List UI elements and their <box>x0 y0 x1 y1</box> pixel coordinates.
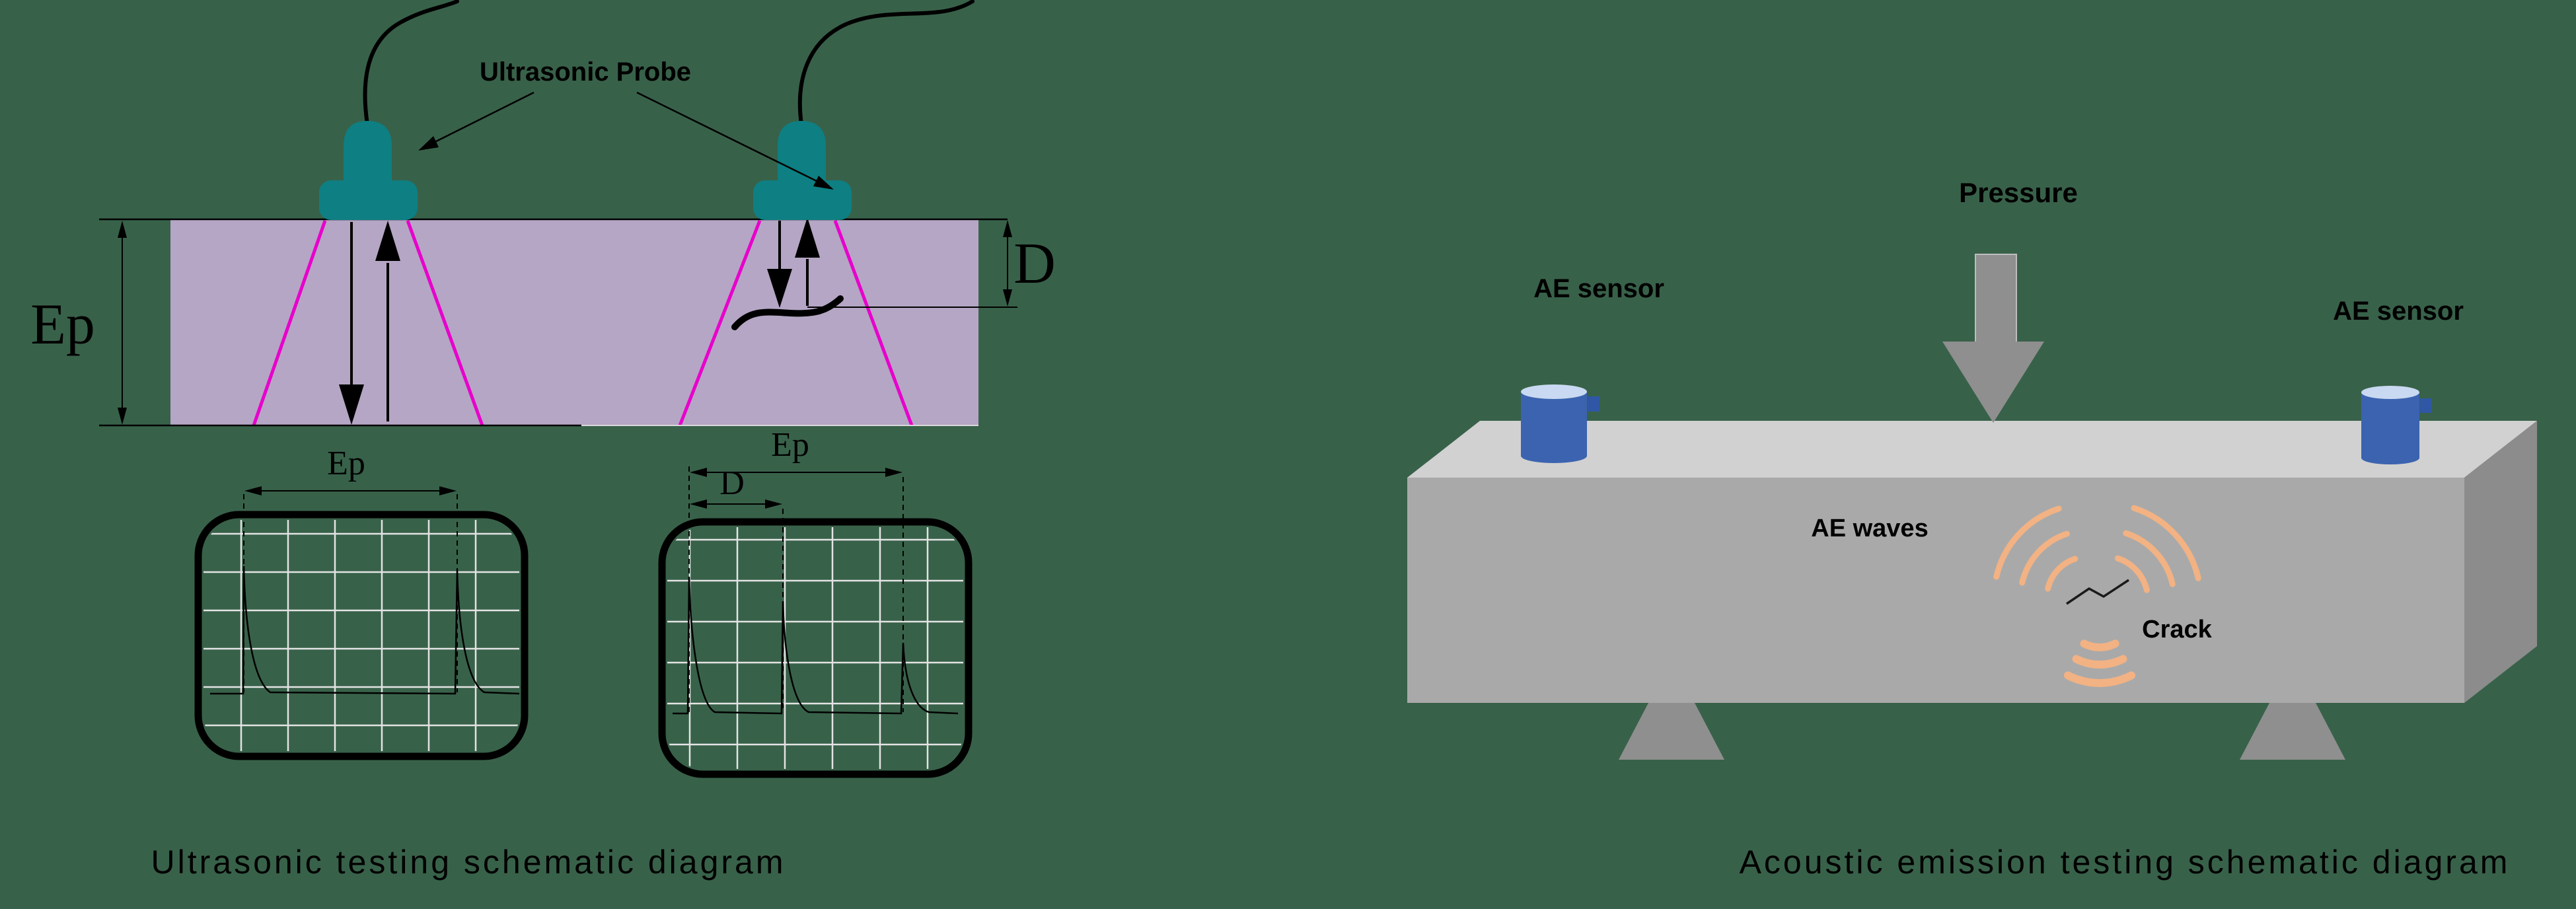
ultrasonic-probe-left <box>319 0 459 220</box>
dim-arrow-left-icon <box>244 486 262 495</box>
scope-bezel <box>194 511 529 760</box>
crack-icon <box>2066 579 2129 605</box>
support-right <box>2240 703 2345 760</box>
oscilloscope-screen-1: Ep <box>194 445 529 760</box>
scope2-width-label: Ep <box>771 426 809 464</box>
down-arrow-icon <box>767 269 792 308</box>
left-probe-wave-arrows <box>339 221 400 425</box>
oscilloscope-screen-2: Ep D <box>658 426 973 778</box>
ae-sensor-left-label: AE sensor <box>1533 274 1664 303</box>
ultrasonic-diagram: Ultrasonic Probe Ep D <box>30 0 1056 881</box>
ae-waves-label: AE waves <box>1811 515 1928 542</box>
ae-sensor-right-label: AE sensor <box>2333 297 2464 326</box>
probe-cable <box>797 0 975 126</box>
scope1-width-dimension: Ep <box>244 445 457 495</box>
probe-label: Ultrasonic Probe <box>480 57 691 87</box>
test-slab <box>170 219 978 426</box>
defect-depth-dimension: D <box>1003 220 1056 307</box>
up-arrow-icon <box>795 217 820 258</box>
beam-line <box>678 220 762 426</box>
dim-arrow-right-icon <box>439 486 457 495</box>
beam-line <box>406 220 484 426</box>
beam-top-face <box>1407 421 2537 478</box>
pressure-label: Pressure <box>1959 177 2078 208</box>
right-probe-wave-arrows <box>767 217 820 308</box>
dim-arrow-left-icon <box>690 468 707 477</box>
beam-front-face <box>1407 478 2464 703</box>
probe-base <box>753 180 852 220</box>
scope-reference-dashes <box>688 466 904 712</box>
probe-neck <box>344 121 392 192</box>
scope-trace <box>210 565 519 695</box>
dim-arrow-right-icon <box>885 468 902 477</box>
dim-arrow-left-icon <box>690 499 707 509</box>
crack-label: Crack <box>2142 616 2212 643</box>
acoustic-emission-caption: Acoustic emission testing schematic diag… <box>1740 844 2511 881</box>
probe-annotation-arrows <box>418 91 834 190</box>
probe-neck <box>778 121 826 192</box>
scope-bezel <box>658 518 973 778</box>
dim-arrow-up-icon <box>118 221 127 238</box>
dim-arrow-down-icon <box>1003 289 1012 307</box>
slab-thickness-label: Ep <box>30 293 95 357</box>
scope1-width-label: Ep <box>327 445 365 482</box>
dim-arrow-up-icon <box>1003 220 1012 237</box>
down-arrow-icon <box>339 384 364 425</box>
sensor-body <box>2361 392 2419 464</box>
sensor-body <box>1521 392 1587 463</box>
ultrasonic-probe-right <box>753 0 975 220</box>
support-left <box>1619 703 1724 760</box>
ae-waves-down-icon <box>2063 639 2136 687</box>
annotation-arrowhead-icon <box>418 136 439 151</box>
annotation-line <box>433 91 534 144</box>
sensor-connector <box>2420 398 2432 413</box>
scope-grid <box>203 520 519 751</box>
scope2-depth-label: D <box>719 464 745 502</box>
sensor-connector <box>1588 396 1600 412</box>
annotation-line <box>636 91 820 184</box>
dim-arrow-down-icon <box>118 408 127 425</box>
ae-sensor-right <box>2361 386 2432 464</box>
scope-grid <box>667 527 963 769</box>
dim-arrow-right-icon <box>765 499 782 509</box>
ae-sensor-left <box>1521 384 1600 463</box>
beam-side-face <box>2464 421 2537 703</box>
scope2-depth-dimension: D <box>690 464 782 509</box>
up-arrow-icon <box>375 221 400 261</box>
defect-depth-label: D <box>1013 232 1056 296</box>
scope2-width-dimension: Ep <box>690 426 902 477</box>
sensor-top <box>2361 386 2419 399</box>
acoustic-emission-diagram: Pressure AE sensor AE sensor <box>1407 177 2537 881</box>
sensor-top <box>1521 384 1587 399</box>
slab-thickness-dimension: Ep <box>30 221 127 425</box>
ae-waves-icon <box>1993 505 2201 593</box>
scope-trace <box>673 576 959 715</box>
concrete-beam <box>1407 421 2537 703</box>
annotation-arrowhead-icon <box>813 176 834 190</box>
pressure-arrow-icon <box>1942 254 2044 423</box>
scope-reference-dashes <box>243 494 458 692</box>
probe-cable <box>363 0 459 126</box>
beam-line <box>833 220 914 426</box>
ultrasonic-beam-lines <box>252 220 914 426</box>
probe-base <box>319 180 418 220</box>
beam-line <box>252 220 327 426</box>
ultrasonic-caption: Ultrasonic testing schematic diagram <box>151 844 786 881</box>
